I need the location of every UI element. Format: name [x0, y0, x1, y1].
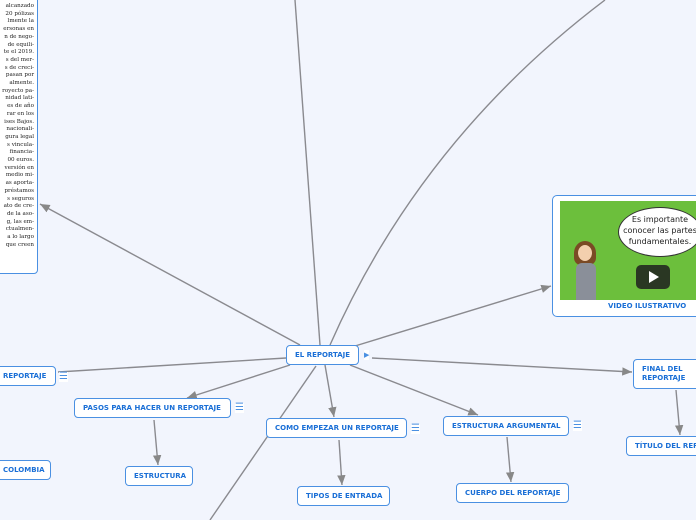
node-estructura-argumental[interactable]: ESTRUCTURA ARGUMENTAL: [443, 416, 569, 436]
link-pasos: [186, 364, 291, 400]
play-icon[interactable]: [636, 265, 670, 289]
clipping-line: pasan por: [5, 72, 34, 79]
clipping-line: 00 euros.: [7, 157, 35, 164]
clipping-line: nidad lati-: [5, 95, 34, 102]
clipping-line: gura legal: [5, 133, 34, 140]
link-clipping: [39, 203, 301, 346]
clipping-line: de equili-: [7, 41, 34, 48]
clipping-line: royecto pa-: [2, 87, 34, 94]
node-final[interactable]: FINAL DEL REPORTAJE: [633, 359, 696, 389]
link-como: [324, 364, 337, 418]
clipping-line: que creen: [5, 241, 34, 248]
clipping-line: medio mi-: [5, 172, 34, 179]
link-top-right: [329, 0, 606, 346]
node-titulo[interactable]: TÍTULO DEL REPORTAJE: [626, 436, 696, 456]
clipping-line: g, las em-: [6, 218, 34, 225]
node-como-empezar[interactable]: COMO EMPEZAR UN REPORTAJE: [266, 418, 407, 438]
clipping-line: de la aso-: [6, 210, 34, 217]
character-body: [576, 263, 596, 300]
clipping-line: nacionali-: [6, 126, 34, 133]
link-estructura: [152, 419, 162, 466]
clipping-line: lmente la: [7, 18, 34, 25]
notes-menu-icon[interactable]: ☰: [573, 420, 582, 431]
video-thumbnail[interactable]: Es importante conocer las partes fundame…: [560, 201, 696, 300]
link-final: [371, 357, 633, 376]
link-down: [209, 365, 317, 520]
notes-menu-icon[interactable]: ☰: [411, 423, 420, 434]
clipping-line: as aporta-: [5, 180, 34, 187]
link-cuerpo: [505, 436, 515, 483]
link-tipos: [337, 439, 346, 486]
clipping-line: almente.: [9, 80, 34, 87]
video-node[interactable]: Es importante conocer las partes fundame…: [552, 195, 696, 317]
collapse-triangle-icon[interactable]: ▶: [364, 350, 370, 360]
notes-menu-icon[interactable]: ☰: [59, 371, 68, 382]
clipping-line: n de nego-: [4, 33, 34, 40]
clipping-line: s seguros: [7, 195, 34, 202]
clipping-line: ato de cre-: [3, 203, 34, 210]
character-face: [578, 245, 592, 261]
clipping-line: préstamos: [4, 187, 34, 194]
clipping-line: ersonas en: [3, 26, 34, 33]
node-estructura[interactable]: ESTRUCTURA: [125, 466, 193, 486]
clipping-line: rar en los: [6, 110, 34, 117]
clipping-line: financia-: [9, 149, 34, 156]
clipping-line: ises Bajos.: [4, 118, 34, 125]
speech-bubble: Es importante conocer las partes fundame…: [618, 207, 696, 257]
clipping-line: es de año: [7, 103, 34, 110]
node-el-reportaje[interactable]: EL REPORTAJE: [286, 345, 359, 365]
clipping-line: s del mer-: [5, 56, 34, 63]
notes-menu-icon[interactable]: ☰: [235, 402, 244, 413]
node-cuerpo[interactable]: CUERPO DEL REPORTAJE: [456, 483, 569, 503]
link-top: [294, 0, 321, 346]
clipping-line: alcanzado: [5, 3, 34, 9]
node-colombia[interactable]: COLOMBIA: [0, 460, 51, 480]
link-argumental: [349, 364, 479, 416]
video-caption: VIDEO ILUSTRATIVO: [608, 302, 687, 310]
clipping-line: s vincula-: [7, 141, 34, 148]
link-left-reportaje: [57, 357, 287, 373]
clipping-line: a lo largo: [7, 234, 34, 241]
link-video: [354, 284, 552, 347]
node-reportaje[interactable]: REPORTAJE: [0, 366, 56, 386]
node-pasos[interactable]: PASOS PARA HACER UN REPORTAJE: [74, 398, 231, 418]
node-tipos-entrada[interactable]: TIPOS DE ENTRADA: [297, 486, 390, 506]
clipping-line: ctualmen-: [5, 226, 34, 233]
clipping-line: 20 pólizas: [5, 10, 34, 17]
clipping-line: versión en: [4, 164, 34, 171]
clipping-line: te el 2019.: [3, 49, 34, 56]
clipping-line: s de creci-: [4, 64, 34, 71]
link-titulo: [674, 389, 684, 436]
